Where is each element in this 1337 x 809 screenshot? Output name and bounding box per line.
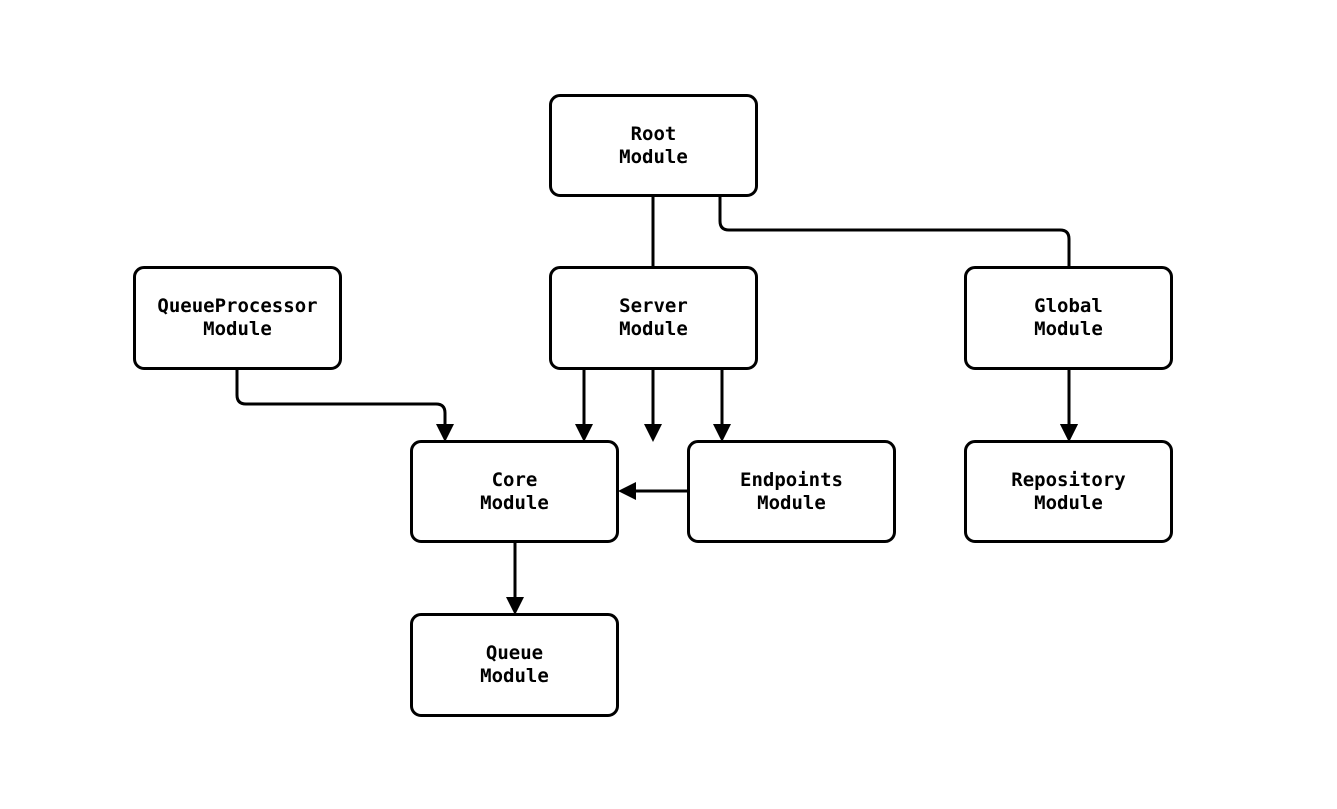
node-global-module[interactable]: Global Module xyxy=(964,266,1173,370)
edge-global-to-repository xyxy=(1060,370,1078,442)
edge-queueprocessor-to-core xyxy=(235,370,454,442)
node-endpoints-module-line2: Module xyxy=(757,491,826,514)
node-core-module-line2: Module xyxy=(480,491,549,514)
node-global-module-line2: Module xyxy=(1034,318,1103,340)
node-queue-module-line2: Module xyxy=(480,665,549,687)
edge-server-to-core xyxy=(575,370,593,442)
node-root-module-line2: Module xyxy=(619,145,688,168)
node-root-module[interactable]: Root Module xyxy=(549,94,758,197)
node-root-module-line1: Root xyxy=(630,122,677,145)
node-endpoints-module[interactable]: Endpoints Module xyxy=(687,440,896,543)
node-server-module[interactable]: Server Module xyxy=(549,266,758,370)
node-repository-module-line2: Module xyxy=(1034,491,1103,514)
edge-core-to-queue xyxy=(506,543,524,615)
node-queueprocessor-module[interactable]: QueueProcessor Module xyxy=(133,266,342,370)
node-repository-module[interactable]: Repository Module xyxy=(964,440,1173,543)
node-global-module-line1: Global xyxy=(1034,295,1103,317)
node-queue-module-line1: Queue xyxy=(485,642,544,664)
edge-endpoints-to-core xyxy=(618,482,687,500)
node-server-module-line2: Module xyxy=(619,318,688,340)
edge-server-to-endpoints xyxy=(713,370,731,442)
node-repository-module-line1: Repository xyxy=(1011,468,1126,491)
node-endpoints-module-line1: Endpoints xyxy=(740,468,843,491)
node-queueprocessor-module-line1: QueueProcessor xyxy=(157,295,318,317)
node-queueprocessor-module-line2: Module xyxy=(203,318,272,340)
node-server-module-line1: Server xyxy=(619,295,688,317)
node-core-module[interactable]: Core Module xyxy=(410,440,619,543)
node-queue-module[interactable]: Queue Module xyxy=(410,613,619,717)
node-core-module-line1: Core xyxy=(491,468,538,491)
